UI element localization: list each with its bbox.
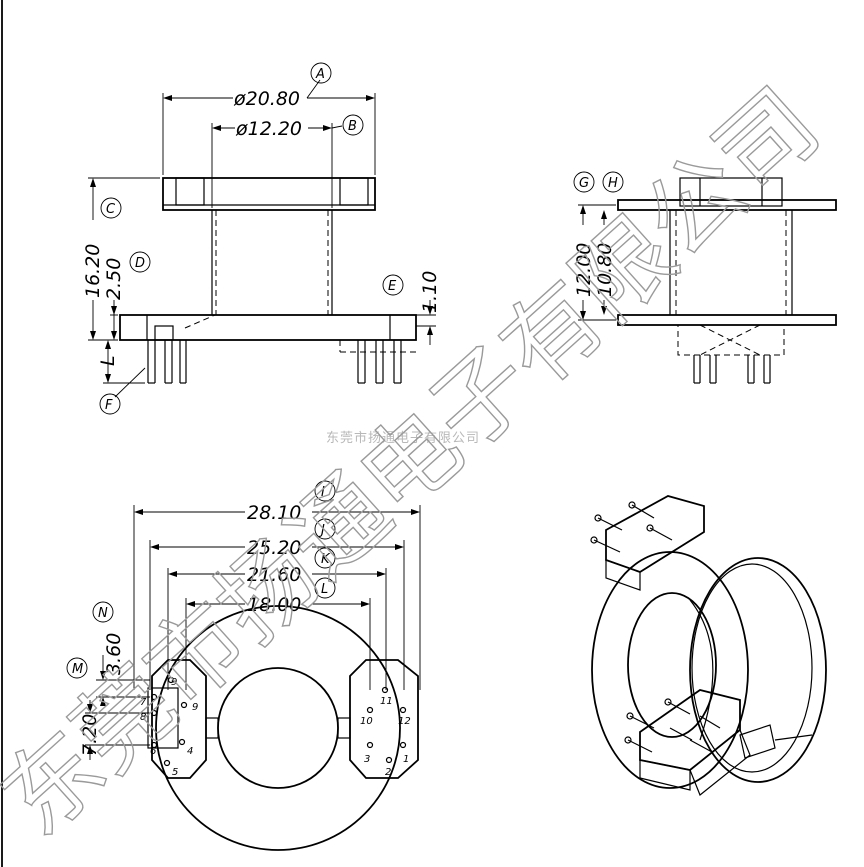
callout-l: L [321,582,328,597]
isometric-view [590,495,827,796]
callout-i: I [321,485,325,500]
watermark-small: 东莞市扬通电子有限公司 [326,430,480,446]
pin-label-right-1: 1 [403,754,409,765]
callout-g: G [579,176,589,191]
pin-label-left-9: 9 [192,702,198,713]
callout-h: H [608,176,618,191]
dim-k-text: 21.60 [247,564,301,586]
pin-label-left-top: 9 [171,677,177,688]
pin-label-left-4: 4 [187,746,193,757]
pin-label-right-12: 12 [398,716,411,727]
pin-label-left-8: 8 [140,712,146,723]
dim-n-text: 3.60 [103,633,125,675]
dim-b-text: ø12.20 [235,118,302,140]
pin-label-left-5: 5 [172,767,178,778]
dim-d-text: 2.50 [103,258,125,300]
side-view: 12.00 G 10.80 H [573,171,837,384]
callout-m: M [72,662,83,677]
dim-a-text: ø20.80 [233,88,300,110]
pin-label-right-3: 3 [364,754,370,765]
pin-label-left-6: 6 [150,746,156,757]
pin-label-right-10: 10 [360,716,373,727]
watermark-big: 东莞市扬通电子有限公司 [0,67,840,857]
dim-l-text: L [97,355,119,366]
dim-e-text: 1.10 [419,271,441,313]
bottom-view: 9 9 4 5 6 7 8 10 11 12 3 2 1 28.10 I [66,480,421,851]
callout-e: E [388,279,397,294]
callout-d: D [135,256,145,271]
dim-j-text: 25.20 [247,537,301,559]
callout-a: A [315,67,325,82]
pin-label-left-7: 7 [140,697,147,708]
dim-g-text: 12.00 [573,243,595,297]
callout-c: C [106,202,116,217]
pin-label-right-2: 2 [385,767,391,778]
callout-b: B [348,119,357,134]
dim-m-text: 7.20 [79,714,101,756]
callout-k: K [321,552,331,567]
dim-l-width-text: 18.00 [247,594,301,616]
callout-n: N [98,606,108,621]
callout-f: F [105,398,113,413]
dim-c-text: 16.20 [82,244,104,298]
callout-j: J [318,523,325,538]
front-view: ø20.80 A ø12.20 B 16.20 C 2.50 D [82,62,441,415]
pin-label-right-11: 11 [380,696,393,707]
dim-i-text: 28.10 [247,502,301,524]
dim-h-text: 10.80 [594,243,616,297]
